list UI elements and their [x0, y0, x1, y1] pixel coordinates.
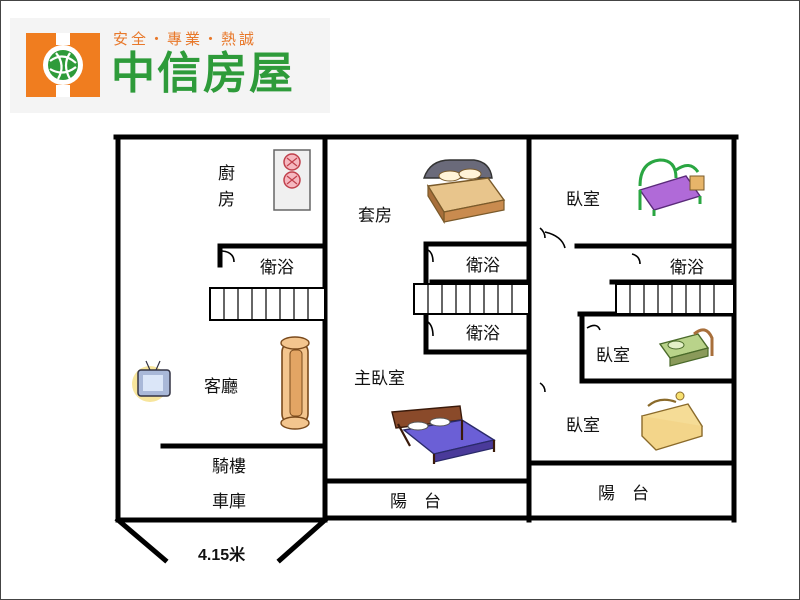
- label-bedroom: 臥室: [566, 190, 600, 210]
- bed-icon: [638, 158, 705, 216]
- label-bathroom: 衛浴: [466, 256, 500, 276]
- label-kitchen: 廚: [218, 163, 235, 184]
- staircase: [209, 283, 735, 321]
- brand-name: 中信房屋: [111, 48, 295, 99]
- label-arcade: 騎樓: [212, 457, 246, 477]
- label-balcony: 陽 台: [390, 492, 441, 512]
- tv-icon: [132, 360, 171, 402]
- frontage-dimension: 4.15米: [198, 545, 246, 564]
- label-suite: 套房: [358, 206, 392, 226]
- bed-icon: [640, 391, 704, 451]
- door-swings: [221, 227, 641, 393]
- label-living-room: 客廳: [204, 377, 238, 397]
- bed-icon: [658, 328, 714, 367]
- label-garage: 車庫: [212, 492, 246, 512]
- label-master-bedroom: 主臥室: [354, 369, 405, 389]
- label-balcony: 陽 台: [598, 484, 649, 504]
- label-bedroom: 臥室: [596, 346, 630, 366]
- label-bathroom: 衛浴: [466, 324, 500, 344]
- brand-slogan: 安全・專業・熱誠: [113, 30, 258, 48]
- bed-icon: [423, 159, 506, 225]
- label-bathroom: 衛浴: [670, 258, 704, 278]
- logo-house-globe-icon: [26, 33, 100, 97]
- label-kitchen: 房: [218, 190, 235, 210]
- label-bathroom: 衛浴: [260, 258, 294, 278]
- sofa-icon: [280, 336, 310, 430]
- label-bedroom: 臥室: [566, 416, 600, 436]
- bed-icon: [391, 405, 496, 464]
- stove-icon: [273, 149, 311, 211]
